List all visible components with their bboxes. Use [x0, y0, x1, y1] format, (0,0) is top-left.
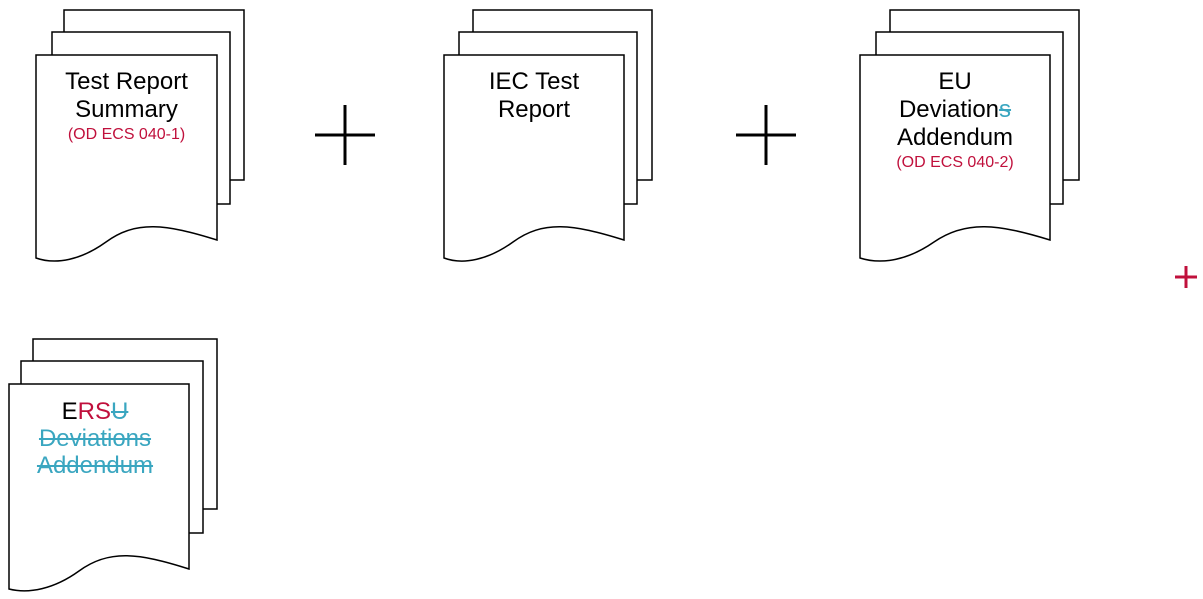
plus-icon [315, 105, 375, 165]
plus-connector-3 [1174, 265, 1198, 289]
document-stack-icon [859, 9, 1080, 262]
deleted-title-line-3: Addendum [36, 452, 154, 479]
doc-title-word: Deviation [898, 96, 1000, 123]
document-stack-icon [35, 9, 245, 262]
document-label: Test Report Summary (OD ECS 040-1) [36, 68, 217, 146]
document-stack-test-report-summary: Test Report Summary (OD ECS 040-1) [35, 9, 246, 270]
doc-title-line-1: ERSU [62, 398, 129, 425]
inserted-letters: RS [77, 398, 111, 425]
plus-icon [736, 105, 796, 165]
doc-title-line-2: Report [497, 96, 571, 123]
doc-title-line-2: Summary [75, 96, 178, 123]
doc-title-line-3: Addendum [896, 124, 1014, 151]
doc-title-line-1: IEC Test [488, 68, 580, 95]
doc-title-line-2: Deviations [899, 96, 1011, 123]
plus-connector-1 [313, 103, 377, 167]
plus-icon [1175, 266, 1197, 288]
doc-reference-code: (OD ECS 040-1) [67, 126, 186, 143]
document-stack-eu-deviations-addendum: EU Deviations Addendum (OD ECS 040-2) [858, 9, 1080, 270]
deleted-title-line-2: Deviations [38, 425, 152, 452]
deleted-letter: s [999, 96, 1012, 123]
document-stack-icon [8, 338, 218, 592]
document-stack-ersu: ERSU Deviations Addendum [8, 338, 219, 599]
doc-title-line-1: EU [938, 68, 972, 95]
document-label: ERSU Deviations Addendum [9, 398, 181, 479]
document-label: IEC Test Report [444, 68, 624, 124]
document-stack-icon [443, 9, 653, 262]
doc-reference-code: (OD ECS 040-2) [896, 154, 1014, 171]
document-label: EU Deviations Addendum (OD ECS 040-2) [860, 68, 1050, 174]
title-letter-e: E [61, 398, 78, 425]
plus-connector-2 [734, 103, 798, 167]
document-stack-iec-test-report: IEC Test Report [441, 9, 653, 270]
doc-title-line-1: Test Report [65, 68, 188, 95]
deleted-letter: U [111, 398, 129, 425]
